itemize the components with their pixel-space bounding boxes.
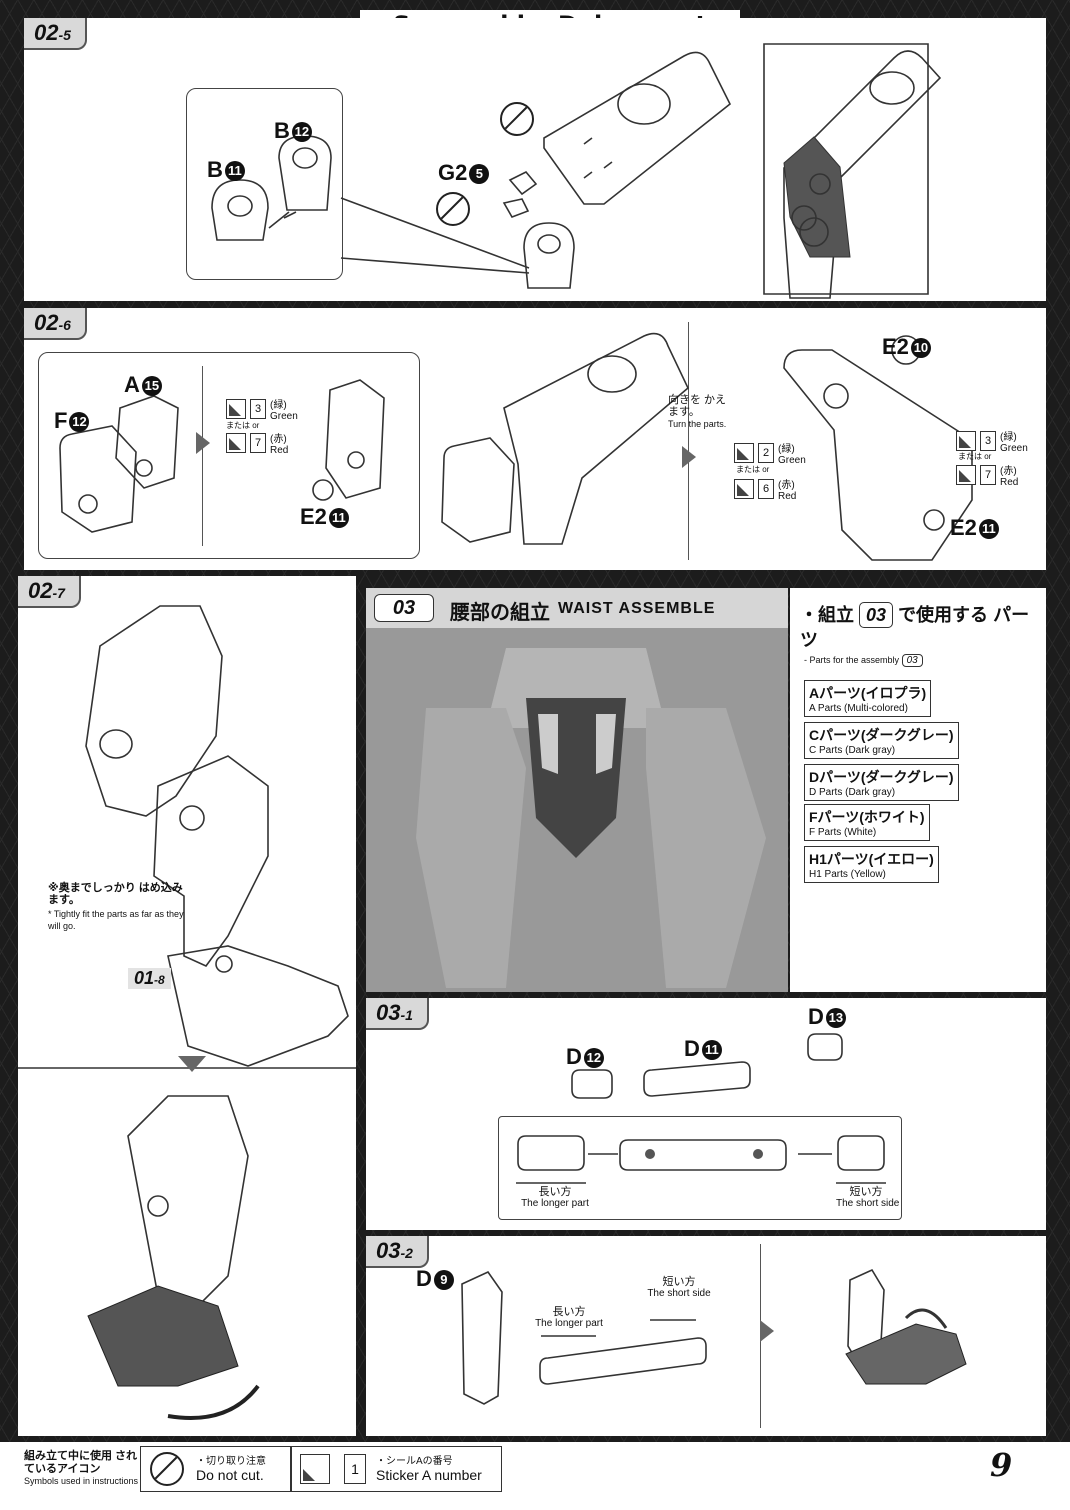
next-arrow-icon bbox=[682, 446, 696, 468]
parts-item: Aパーツ(イロプラ)A Parts (Multi-colored) bbox=[804, 680, 932, 717]
parts-subheading: - Parts for the assembly 03 bbox=[804, 654, 923, 667]
step-02-5-drawing bbox=[211, 43, 942, 299]
sticker-icon bbox=[300, 1454, 330, 1484]
section-title-jp: 腰部の組立 bbox=[450, 600, 550, 624]
turn-parts-note: 向きを かえます。 Turn the parts. bbox=[668, 394, 727, 429]
or-text: または or bbox=[958, 452, 992, 461]
step-03-2-tab: 03-2 bbox=[366, 1236, 429, 1268]
sticker-icon bbox=[956, 465, 976, 485]
parts-item: H1パーツ(イエロー)H1 Parts (Yellow) bbox=[804, 846, 939, 883]
section-title-en: WAIST ASSEMBLE bbox=[558, 600, 716, 617]
down-arrow-icon bbox=[178, 1056, 206, 1072]
detail-inset bbox=[38, 352, 420, 559]
sticker-icon bbox=[226, 399, 246, 419]
step-03-2-drawing bbox=[461, 1268, 967, 1405]
sticker-icon bbox=[956, 431, 976, 451]
sticker-icon bbox=[226, 433, 246, 453]
sticker-choice-green: 3 (緑)Green bbox=[226, 396, 298, 422]
ref-step-01-8: 01-8 bbox=[128, 968, 171, 989]
sticker-number-box: 1 bbox=[344, 1454, 366, 1484]
parts-item: Fパーツ(ホワイト)F Parts (White) bbox=[804, 804, 930, 841]
sticker-icon bbox=[734, 443, 754, 463]
parts-item: Dパーツ(ダークグレー)D Parts (Dark gray) bbox=[804, 764, 959, 801]
tight-fit-note: ※奥までしっかり はめ込みます。 * Tightly fit the parts… bbox=[48, 882, 184, 931]
sticker-choice-green: 3 (緑)Green bbox=[956, 428, 1028, 454]
sticker-choice-red: 6 (赤)Red bbox=[734, 476, 796, 502]
detail-inset bbox=[498, 1116, 902, 1220]
waist-photo bbox=[366, 588, 788, 992]
sticker-icon bbox=[734, 479, 754, 499]
step-02-5-tab: 02-5 bbox=[24, 18, 87, 50]
sticker-choice-green: 2 (緑)Green bbox=[734, 440, 806, 466]
step-02-6-tab: 02-6 bbox=[24, 308, 87, 340]
symbols-legend-footer: 組み立て中に使用 されているアイコン Symbols used in instr… bbox=[0, 1442, 1070, 1510]
section-title-bar bbox=[366, 588, 788, 628]
do-not-cut-icon bbox=[500, 102, 534, 136]
step-03-1-drawing bbox=[516, 1033, 886, 1184]
do-not-cut-icon bbox=[150, 1452, 184, 1486]
step-02-7-drawing bbox=[18, 605, 356, 1420]
parts-heading: ・組立 03 で使用する パーツ bbox=[800, 602, 1036, 652]
or-text: または or bbox=[736, 465, 770, 474]
step-02-7-tab: 02-7 bbox=[18, 576, 81, 608]
step-03-1-tab: 03-1 bbox=[366, 998, 429, 1030]
sticker-choice-red: 7 (赤)Red bbox=[226, 430, 288, 456]
sticker-legend: ・シールAの番号 Sticker A number bbox=[376, 1456, 482, 1483]
next-arrow-icon bbox=[196, 432, 210, 454]
or-text: または or bbox=[226, 421, 260, 430]
parts-item: Cパーツ(ダークグレー)C Parts (Dark gray) bbox=[804, 722, 959, 759]
detail-inset bbox=[186, 88, 343, 280]
page-number: 9 bbox=[990, 1446, 1013, 1484]
parts-list-panel: ・組立 03 で使用する パーツ - Parts for the assembl… bbox=[790, 588, 1046, 992]
next-arrow-icon bbox=[760, 1320, 774, 1342]
legend-title: 組み立て中に使用 されているアイコン Symbols used in instr… bbox=[24, 1450, 139, 1486]
waist-photo-panel: 03 腰部の組立 WAIST ASSEMBLE bbox=[366, 588, 788, 992]
step-02-5-panel: 02-5 bbox=[24, 18, 1046, 301]
step-02-7-panel: 02-7 ※奥までしっかり はめ込みます。 * Tightly fit the … bbox=[18, 576, 356, 1436]
nocut-legend: ・切り取り注意 Do not cut. bbox=[196, 1456, 266, 1483]
sticker-choice-red: 7 (赤)Red bbox=[956, 462, 1018, 488]
step-02-6-drawing bbox=[59, 332, 973, 561]
section-badge: 03 bbox=[374, 594, 434, 622]
do-not-cut-icon bbox=[436, 192, 470, 226]
